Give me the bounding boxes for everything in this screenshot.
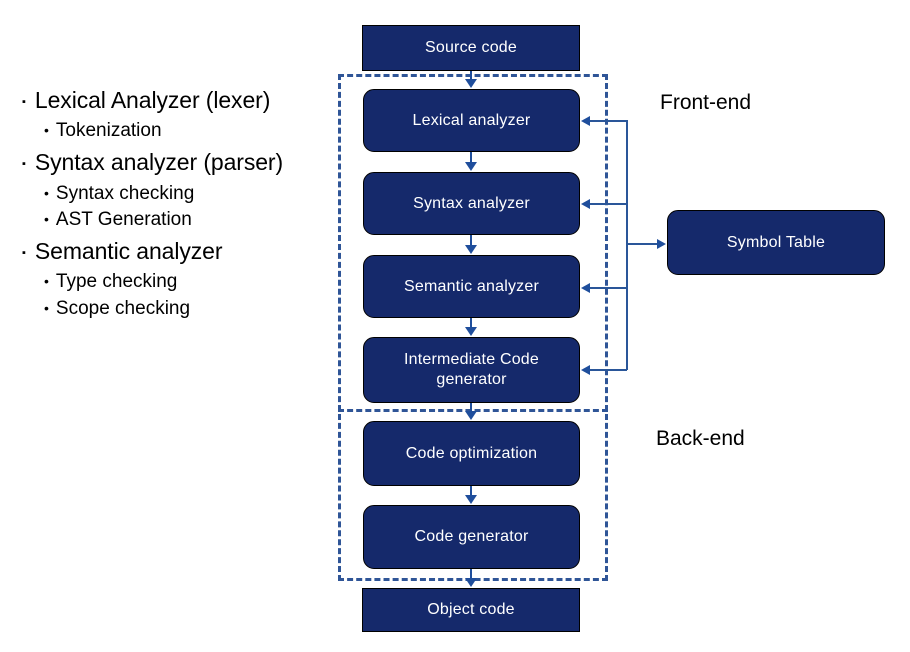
node-source-code: Source code <box>362 25 580 71</box>
node-label: Symbol Table <box>726 233 826 251</box>
round-bullet-icon: • <box>44 184 49 201</box>
connector-symbol-table-to-lexical <box>589 120 627 122</box>
list-item: ▪ Syntax analyzer (parser) <box>22 148 332 177</box>
connector-symbol-table-to-semantic <box>589 287 627 289</box>
concept-bullet-list: ▪ Lexical Analyzer (lexer) • Tokenizatio… <box>22 82 332 324</box>
list-item: ▪ Lexical Analyzer (lexer) <box>22 86 332 115</box>
arrow-intermediate-to-optimization <box>470 403 473 412</box>
list-item-label: Semantic analyzer <box>34 237 223 264</box>
list-item-label: AST Generation <box>55 209 192 231</box>
square-bullet-icon: ▪ <box>22 158 26 171</box>
arrow-optimization-to-generator <box>470 486 473 496</box>
list-item: • Type checking <box>22 270 332 295</box>
square-bullet-icon: ▪ <box>22 96 26 108</box>
square-bullet-icon: ▪ <box>22 246 26 259</box>
round-bullet-icon: • <box>44 211 49 228</box>
arrow-lexical-to-syntax <box>470 152 473 163</box>
arrow-semantic-to-intermediate <box>470 318 473 328</box>
arrow-source-to-lexical <box>470 71 473 80</box>
node-label: Intermediate Code generator <box>403 351 540 388</box>
list-item: • AST Generation <box>22 208 332 233</box>
list-item-label: Type checking <box>55 271 178 293</box>
round-bullet-icon: • <box>44 273 49 290</box>
node-code-optimization: Code optimization <box>363 421 580 486</box>
list-item-label: Syntax analyzer (parser) <box>34 149 284 176</box>
connector-symbol-table-to-intermediate <box>589 369 627 371</box>
list-item-label: Tokenization <box>55 120 162 142</box>
connector-bus-to-symbol-table <box>626 243 658 245</box>
node-label: Object code <box>427 601 515 618</box>
node-semantic-analyzer: Semantic analyzer <box>363 255 580 318</box>
node-label: Semantic analyzer <box>403 277 540 295</box>
node-label: Code optimization <box>405 444 538 462</box>
list-item: ▪ Semantic analyzer <box>22 237 332 266</box>
node-lexical-analyzer: Lexical analyzer <box>363 89 580 152</box>
symbol-table-bus-line <box>626 120 628 370</box>
node-syntax-analyzer: Syntax analyzer <box>363 172 580 235</box>
node-symbol-table: Symbol Table <box>667 210 885 275</box>
list-item-label: Scope checking <box>55 298 191 320</box>
node-object-code: Object code <box>362 588 580 632</box>
node-intermediate-code-generator: Intermediate Code generator <box>363 337 580 403</box>
label-back-end: Back-end <box>656 427 745 450</box>
list-item-label: Syntax checking <box>55 182 195 204</box>
label-front-end: Front-end <box>660 91 752 114</box>
node-code-generator: Code generator <box>363 505 580 569</box>
list-item-label: Lexical Analyzer (lexer) <box>34 87 271 113</box>
list-item: • Syntax checking <box>22 182 332 207</box>
node-label: Source code <box>424 39 518 56</box>
round-bullet-icon: • <box>44 300 49 317</box>
list-item: • Tokenization <box>22 119 332 144</box>
node-label: Syntax analyzer <box>413 194 530 212</box>
node-label: Code generator <box>414 528 529 545</box>
connector-symbol-table-to-syntax <box>589 203 627 205</box>
arrow-generator-to-object <box>470 569 473 579</box>
arrow-syntax-to-semantic <box>470 235 473 246</box>
node-label: Lexical analyzer <box>412 111 531 129</box>
list-item: • Scope checking <box>22 297 332 322</box>
round-bullet-icon: • <box>44 122 49 139</box>
